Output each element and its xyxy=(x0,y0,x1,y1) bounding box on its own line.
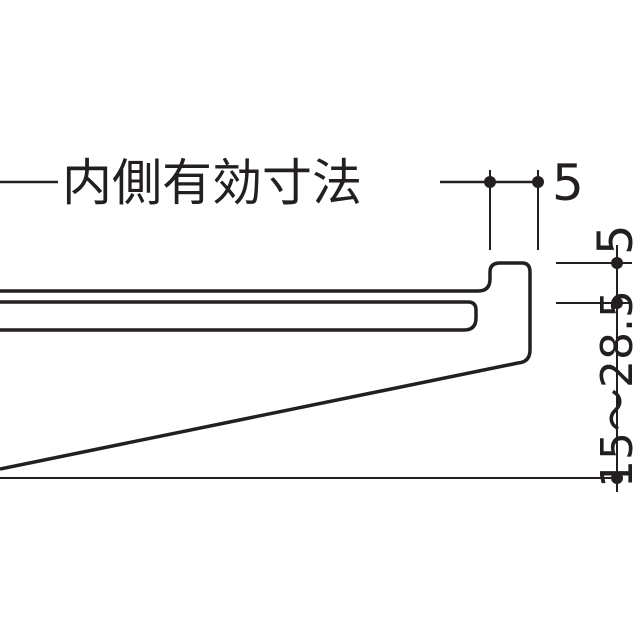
dim-top-width-label: 5 xyxy=(552,154,584,212)
dim-dot-right-bottom xyxy=(611,472,623,484)
shelf-profile-inner xyxy=(0,300,478,332)
dim-right-range-label: 15～28.5 xyxy=(592,290,640,488)
inner-effective-dimension-label: 内側有効寸法 xyxy=(62,154,362,212)
shelf-profile-outer xyxy=(0,261,532,471)
dim-dot-right-middle xyxy=(611,297,623,309)
dim-dot-right-top xyxy=(611,257,623,269)
dim-right-upper-label: 5 xyxy=(588,224,640,255)
